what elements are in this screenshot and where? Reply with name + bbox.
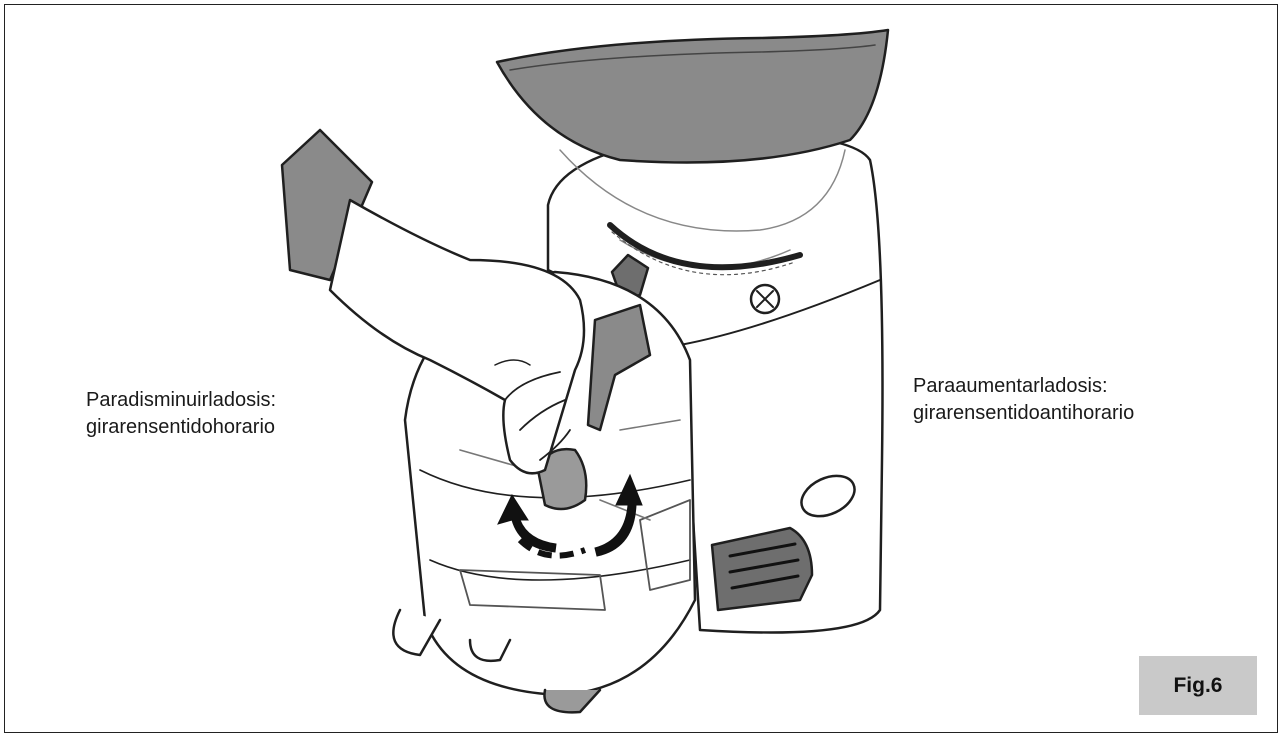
grinder-switch [710,526,814,612]
hopper-cup [559,149,846,232]
clockwise-arrow [497,493,557,553]
figure-label: Fig.6 [1139,656,1257,715]
hopper-lid [495,28,890,164]
rotation-arrows [497,473,643,559]
grinder-foot [392,608,442,657]
doser-lever [586,303,652,432]
increase-dose-caption: Paraaumentarladosis: girarensentidoantih… [913,373,1134,427]
decrease-caption-line1: Paradisminuirladosis: [86,389,277,411]
counterclockwise-arrow [594,473,643,557]
doser-window [459,569,606,611]
adjustment-nut [536,447,588,511]
hand [328,198,586,475]
brand-logo [800,474,856,518]
decrease-caption-line2: girarensentidohorario [86,416,276,438]
decrease-dose-caption: Paradisminuirladosis: girarensentidohora… [86,387,276,441]
grind-ring [607,222,803,271]
increase-caption-line2: girarensentidoantihorario [913,402,1135,424]
increase-caption-line1: Paraaumentarladosis: [913,375,1108,397]
